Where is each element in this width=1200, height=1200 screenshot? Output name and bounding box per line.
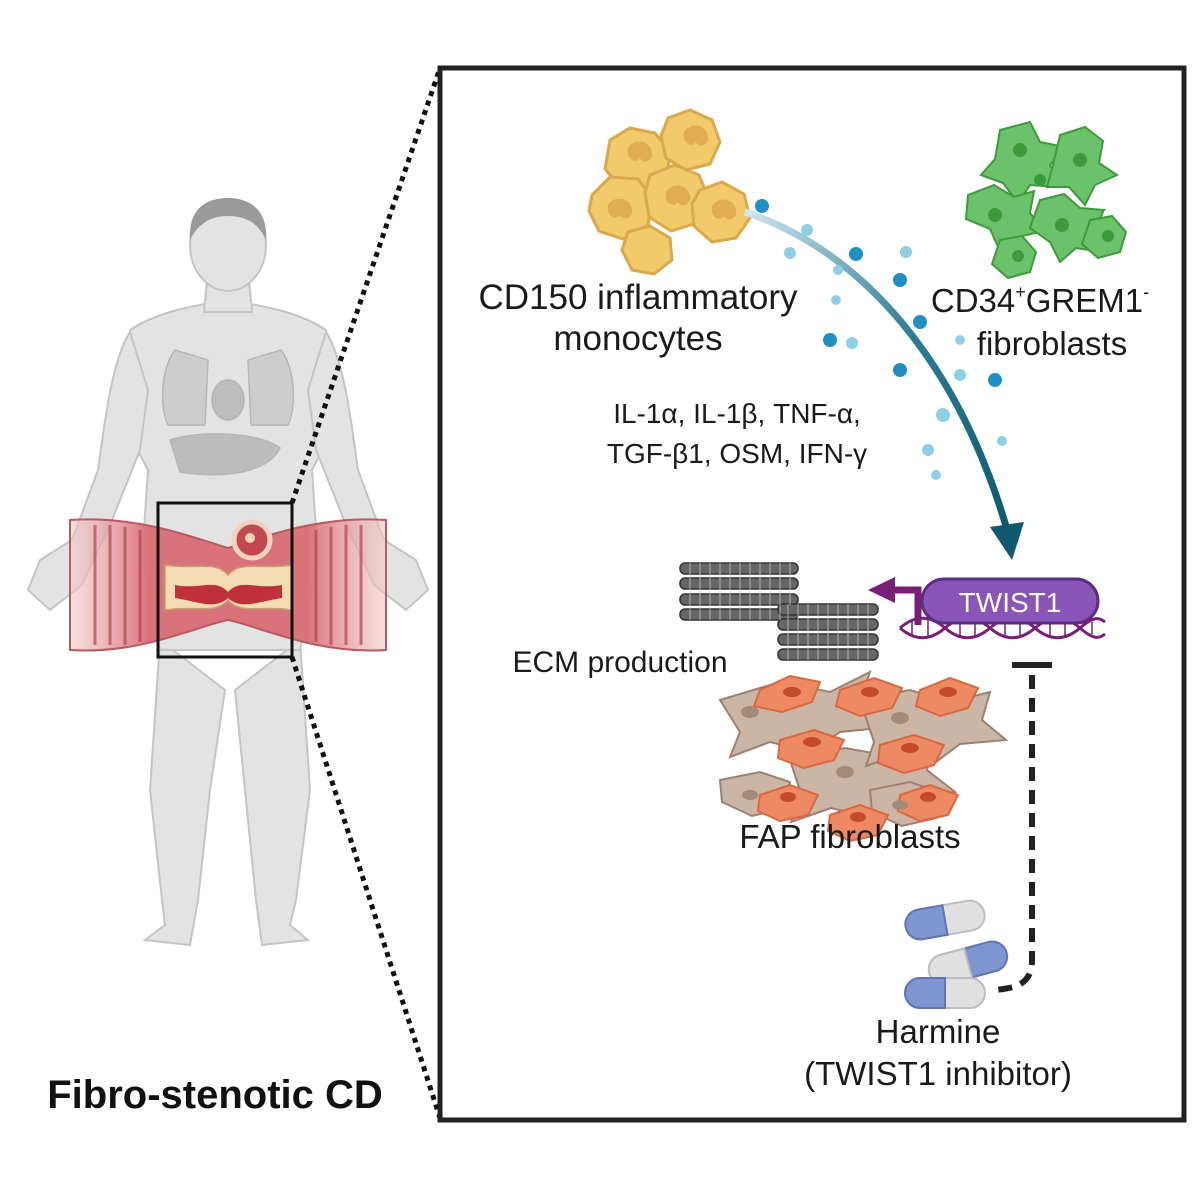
twist1-protein: [920, 577, 1100, 625]
harmine-label-line2: (TWIST1 inhibitor): [804, 1055, 1072, 1092]
zoom-line-bottom: [289, 656, 443, 1119]
dna-rungs: [911, 618, 1093, 638]
inhibition-line: [994, 675, 1035, 993]
signaling-arrow: [743, 208, 1014, 541]
monocytes-label-line1: CD150 inflammatory: [479, 278, 798, 317]
harmine-label-line1: Harmine: [876, 1013, 1001, 1050]
ecm-production-label: ECM production: [512, 646, 727, 679]
twist1-label: TWIST1: [959, 587, 1062, 618]
right-lung: [247, 349, 295, 426]
monocytes-label-line2: monocytes: [553, 319, 722, 358]
cytokine-particles: [755, 199, 1007, 480]
signaling-arrowhead: [990, 522, 1024, 560]
left-lung: [161, 349, 209, 426]
cytokines-label-line1: IL-1α, IL-1β, TNF-α,: [613, 398, 861, 429]
left-leg: [142, 638, 227, 947]
intestine-folds: [93, 525, 363, 645]
intestine-stenosis-illustration: [69, 518, 387, 652]
collagen-banding: [689, 563, 869, 660]
internal-organs: [161, 349, 295, 476]
cytokines-label-line2: TGF-β1, OSM, IFN-γ: [607, 438, 867, 469]
right-leg: [233, 638, 312, 947]
fibroblasts-cd34-label-line2: fibroblasts: [977, 325, 1127, 362]
transcription-arrow: [890, 586, 922, 625]
monocyte-nuclei: [607, 125, 737, 220]
inflamed-lumen: [175, 584, 282, 605]
fap-fibroblast-cluster: [718, 670, 1009, 843]
hair: [189, 198, 267, 240]
transcription-arrowhead: [868, 577, 895, 603]
zoom-region-box: [156, 501, 294, 659]
liver: [169, 433, 281, 476]
cd34-fibroblast-nuclei: [988, 143, 1114, 262]
figure-title: Fibro-stenotic CD: [47, 1073, 383, 1117]
harmine-capsules: [904, 899, 1009, 1009]
fibroblasts-cd34-label-line1: CD34+GREM1-: [931, 282, 1149, 319]
fap-fibroblasts-label: FAP fibroblasts: [739, 818, 960, 855]
zoom-line-top: [289, 67, 443, 504]
heart: [211, 379, 245, 421]
